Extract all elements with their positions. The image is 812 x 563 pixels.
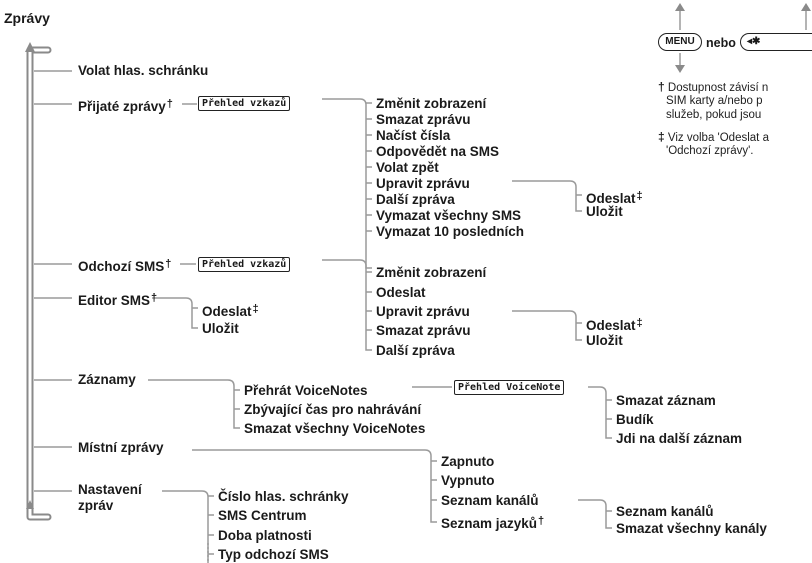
nastaveni-item[interactable]: Typ odchozí SMS xyxy=(218,547,329,562)
prehled-vzkazu-box: Přehled vzkazů xyxy=(198,96,291,111)
zaznamy-sub-item[interactable]: Jdi na další záznam xyxy=(616,431,743,446)
mistni-item[interactable]: Seznam kanálů xyxy=(441,493,539,508)
footnote-dagger: † Dostupnost závisí n xyxy=(658,80,769,94)
prijate-sub-odeslat[interactable]: Odeslat‡ xyxy=(586,190,643,206)
prijate-item[interactable]: Upravit zprávu xyxy=(376,176,470,191)
prijate-item[interactable]: Načíst čísla xyxy=(376,128,451,143)
page-title: Zprávy xyxy=(4,10,50,26)
footnote-dagger-line2: SIM karty a/nebo p xyxy=(666,95,763,107)
prijate-sub-ulozit[interactable]: Uložit xyxy=(586,204,623,219)
odchozi-sub-ulozit[interactable]: Uložit xyxy=(586,333,623,348)
odchozi-item[interactable]: Smazat zprávu xyxy=(376,323,471,338)
star-key-icon: ◂✱ xyxy=(740,33,812,51)
menu-editor-sms[interactable]: Editor SMS† xyxy=(78,292,158,308)
prehled-voicenote-box: Přehled VoiceNote xyxy=(454,380,565,395)
editor-ulozit[interactable]: Uložit xyxy=(202,321,239,336)
footnote-dagger-line3: služeb, pokud jsou xyxy=(666,109,762,121)
mistni-sub-item[interactable]: Seznam kanálů xyxy=(616,504,714,519)
prijate-item[interactable]: Smazat zprávu xyxy=(376,112,471,127)
zaznamy-item[interactable]: Smazat všechny VoiceNotes xyxy=(244,421,426,436)
menu-mistni-zpravy[interactable]: Místní zprávy xyxy=(78,440,164,455)
menu-odchozi-sms[interactable]: Odchozí SMS† xyxy=(78,258,172,274)
zaznamy-item[interactable]: Zbývající čas pro nahrávání xyxy=(244,402,422,417)
zaznamy-sub-item[interactable]: Smazat záznam xyxy=(616,393,716,408)
menu-nastaveni-zprav-line1[interactable]: Nastavení xyxy=(78,482,142,497)
menu-zaznamy[interactable]: Záznamy xyxy=(78,372,136,387)
prijate-item[interactable]: Odpovědět na SMS xyxy=(376,144,500,159)
odchozi-sub-odeslat[interactable]: Odeslat‡ xyxy=(586,317,643,333)
prijate-item[interactable]: Změnit zobrazení xyxy=(376,96,487,111)
zaznamy-item[interactable]: Přehrát VoiceNotes xyxy=(244,383,368,398)
odchozi-item[interactable]: Odeslat xyxy=(376,285,426,300)
mistni-item[interactable]: Vypnuto xyxy=(441,473,495,488)
prijate-item[interactable]: Vymazat všechny SMS xyxy=(376,208,522,223)
editor-odeslat[interactable]: Odeslat‡ xyxy=(202,303,259,319)
nastaveni-item[interactable]: Číslo hlas. schránky xyxy=(218,489,349,504)
prijate-item[interactable]: Volat zpět xyxy=(376,160,439,175)
odchozi-item[interactable]: Další zpráva xyxy=(376,343,455,358)
keys-nebo-text: nebo xyxy=(706,36,736,50)
prijate-item[interactable]: Vymazat 10 posledních xyxy=(376,224,525,239)
scroll-up-arrow xyxy=(25,42,35,52)
mistni-item[interactable]: Zapnuto xyxy=(441,454,495,469)
prehled-vzkazu-box: Přehled vzkazů xyxy=(198,257,291,272)
mistni-sub-item[interactable]: Smazat všechny kanály xyxy=(616,521,767,536)
menu-prijate-zpravy[interactable]: Přijaté zprávy† xyxy=(78,98,173,114)
menu-key-icon: MENU xyxy=(658,33,702,51)
mistni-item[interactable]: Seznam jazyků† xyxy=(441,515,545,531)
nastaveni-item[interactable]: SMS Centrum xyxy=(218,508,307,523)
zaznamy-sub-item[interactable]: Budík xyxy=(616,412,654,427)
menu-volat-hlas-schranku[interactable]: Volat hlas. schránku xyxy=(78,63,209,78)
menu-nastaveni-zprav-line2[interactable]: zpráv xyxy=(78,498,114,513)
footnote-ddagger-line2: 'Odchozí zprávy'. xyxy=(666,145,754,157)
odchozi-item[interactable]: Upravit zprávu xyxy=(376,304,470,319)
odchozi-item[interactable]: Změnit zobrazení xyxy=(376,265,487,280)
nastaveni-item[interactable]: Doba platnosti xyxy=(218,528,312,543)
prijate-item[interactable]: Další zpráva xyxy=(376,192,455,207)
footnote-ddagger: ‡ Viz volba 'Odeslat a xyxy=(658,130,769,144)
